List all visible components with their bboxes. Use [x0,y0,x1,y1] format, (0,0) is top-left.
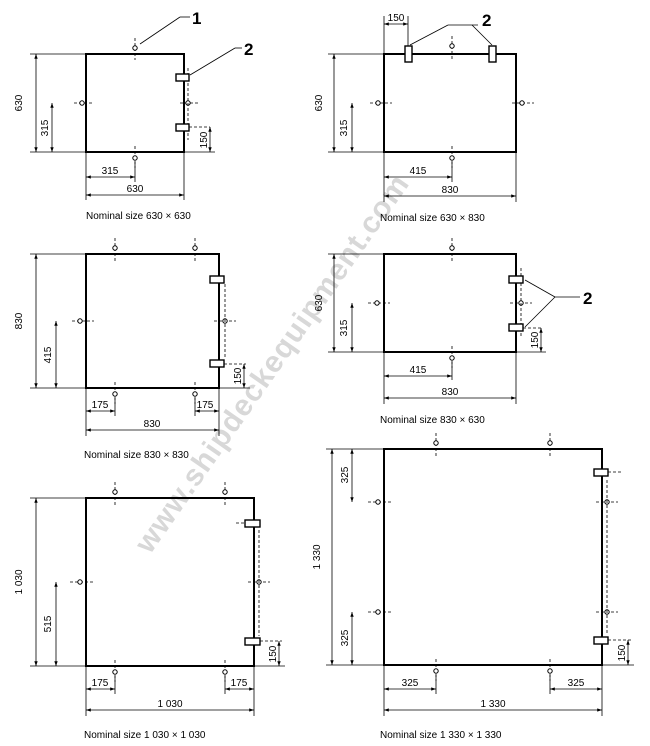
hinge [175,73,190,82]
hinge [593,468,609,477]
width-dim: 1 030 [157,699,182,710]
panel-830x830: 830 415 150 175 175 830 Nominal size 830… [14,238,250,461]
fixing-point [547,440,553,446]
height-dim: 1 030 [14,569,25,594]
fixing-point [547,668,553,674]
half-height-dim: 315 [339,119,350,136]
half-width-dim: 415 [410,365,427,376]
callout-2: 2 [482,11,491,30]
fixing-point [433,440,439,446]
width-dim: 630 [127,184,144,195]
hinge [244,519,261,528]
half-height-dim: 315 [40,119,51,136]
fixing-point [112,245,118,251]
fixing-point [449,245,455,251]
watermark: www.shipdeckequipment.com [128,168,416,560]
hinge-offset-dim: 150 [268,645,279,662]
caption: Nominal size 830 × 830 [84,450,189,461]
fixing-point [375,100,381,106]
fixing-point [192,391,198,397]
panel-1330x1330: 1 330 325 325 150 325 325 1 330 Nominal … [312,433,634,741]
fixing-point [449,155,455,161]
caption: Nominal size 630 × 830 [380,213,485,224]
caption: Nominal size 1 330 × 1 330 [380,730,502,741]
hinge-offset-dim: 150 [530,331,541,348]
edge-offset-dim: 175 [231,678,248,689]
fixing-point [132,155,138,161]
width-dim: 830 [442,185,459,196]
caption: Nominal size 830 × 630 [380,415,485,426]
fixing-point [374,300,380,306]
hinge [404,45,413,63]
top-offset-dim: 325 [340,466,351,483]
edge-offset-dim: 175 [197,400,214,411]
height-dim: 630 [314,94,325,111]
height-dim: 630 [314,294,325,311]
fixing-point [77,579,83,585]
width-dim: 830 [442,387,459,398]
hinge-offset-dim: 150 [617,644,628,661]
fixing-point [77,318,83,324]
half-width-dim: 415 [410,166,427,177]
callout-2: 2 [583,289,592,308]
fixing-point [519,100,525,106]
height-dim: 630 [14,94,25,111]
fixing-point [222,489,228,495]
hinge [508,275,524,284]
callout-2: 2 [244,40,253,59]
fixing-point [192,245,198,251]
hinge [244,637,261,646]
hinge [209,359,225,368]
callout-1: 1 [192,9,201,28]
panel-1030x1030: 1 030 515 150 175 175 1 030 Nominal size… [14,482,285,741]
edge-offset-dim: 175 [92,678,109,689]
edge-offset-dim: 325 [402,678,419,689]
panel-630x830: 150 630 315 415 830 Nominal size 630 × 8… [314,11,534,224]
height-dim: 1 330 [312,544,323,569]
panel-630x630: 630 315 150 315 630 Nominal size 630 × 6… [14,9,253,222]
fixing-point [112,391,118,397]
caption: Nominal size 630 × 630 [86,211,191,222]
hatch-outline [383,253,517,353]
fixing-point [222,669,228,675]
half-height-dim: 315 [339,319,350,336]
fixing-point [112,489,118,495]
hinge-offset-dim: 150 [199,131,210,148]
hatch-outline [383,448,603,666]
edge-offset-dim: 175 [92,400,109,411]
bottom-offset-dim: 325 [340,629,351,646]
edge-offset-dim: 325 [568,678,585,689]
half-height-dim: 415 [43,346,54,363]
panel-830x630: 630 315 150 415 830 Nominal size 830 × 6… [314,238,592,426]
half-width-dim: 315 [102,166,119,177]
hinge [488,45,497,63]
caption: Nominal size 1 030 × 1 030 [84,730,206,741]
fixing-point [79,100,85,106]
height-dim: 830 [14,312,25,329]
width-dim: 830 [144,419,161,430]
hinge-offset-dim: 150 [233,367,244,384]
fixing-point [375,499,381,505]
width-dim: 1 330 [480,699,505,710]
fixing-point [112,669,118,675]
hatch-outline [85,253,220,389]
fixing-point [449,43,455,49]
fixing-point [375,609,381,615]
half-height-dim: 515 [43,615,54,632]
fixing-point [449,355,455,361]
fixing-point [132,45,138,51]
hatch-outline [85,53,185,153]
hinge [508,323,524,332]
hinge [175,123,190,132]
hinge [209,275,225,284]
hinge-offset-dim: 150 [388,13,405,24]
hinge [593,636,609,645]
hatch-outline [383,53,517,153]
fixing-point [433,668,439,674]
